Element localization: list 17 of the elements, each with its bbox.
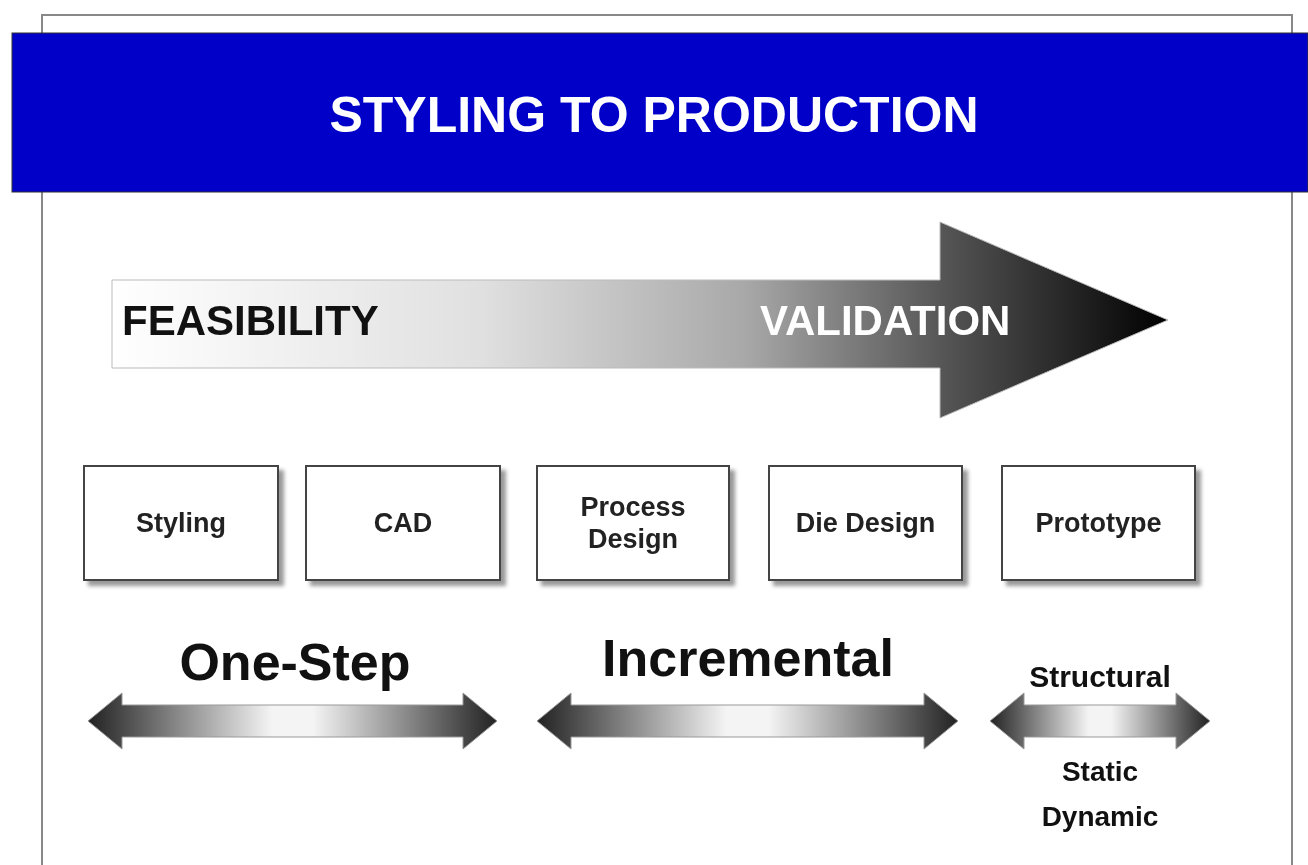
process-box — [83, 465, 279, 581]
box-label: Styling — [135, 506, 227, 540]
process-box — [536, 465, 730, 581]
analysis-label: Structural — [1028, 662, 1172, 692]
method-label: Incremental — [601, 632, 895, 684]
analysis-label: Dynamic — [1040, 803, 1160, 831]
box-label: CAD — [372, 506, 434, 540]
box-label: Process Design — [579, 490, 687, 556]
process-box — [305, 465, 501, 581]
box-label: Die Design — [794, 506, 937, 540]
box-label: Prototype — [1034, 506, 1163, 540]
phase-label: VALIDATION — [760, 300, 1011, 342]
analysis-label: Static — [1060, 758, 1140, 786]
phase-label: FEASIBILITY — [122, 300, 379, 342]
process-box — [768, 465, 963, 581]
process-box — [1001, 465, 1196, 581]
title: STYLING TO PRODUCTION — [328, 90, 980, 140]
